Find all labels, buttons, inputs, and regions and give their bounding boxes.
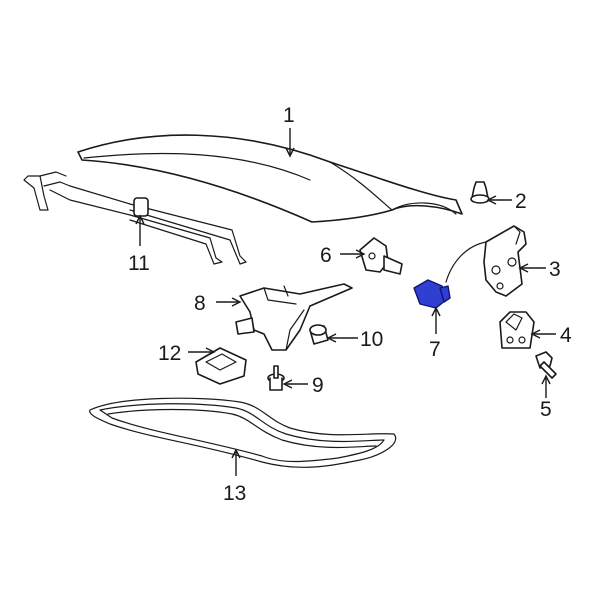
bumper-stop[interactable] <box>470 181 490 204</box>
callout-labels: 1 2 3 4 5 6 7 8 9 10 11 12 13 <box>128 104 572 505</box>
callout-8: 8 <box>194 292 206 315</box>
callout-2: 2 <box>515 190 527 213</box>
grommet[interactable] <box>309 324 329 345</box>
striker-bolt[interactable] <box>535 351 557 379</box>
striker[interactable] <box>499 311 535 349</box>
callout-11: 11 <box>128 252 150 275</box>
lock-cylinder[interactable] <box>359 237 403 275</box>
callout-6: 6 <box>320 244 332 267</box>
hinge[interactable] <box>235 283 353 351</box>
callout-13: 13 <box>223 482 246 505</box>
hinge-bracket[interactable] <box>195 347 247 385</box>
callout-12: 12 <box>158 342 181 365</box>
callout-10: 10 <box>360 328 383 351</box>
weatherstrip[interactable] <box>89 397 397 468</box>
callout-7: 7 <box>429 338 441 361</box>
callout-4: 4 <box>560 324 572 347</box>
release-switch[interactable] <box>413 279 451 309</box>
callout-3: 3 <box>549 258 561 281</box>
torsion-bar[interactable] <box>23 171 247 265</box>
trunk-lid[interactable] <box>77 134 463 223</box>
trunk-lid-latch[interactable] <box>445 225 527 297</box>
callout-9: 9 <box>312 374 324 397</box>
hinge-bolt[interactable] <box>267 365 285 391</box>
callout-1: 1 <box>283 104 295 127</box>
callout-5: 5 <box>540 398 552 421</box>
leader-lines <box>135 128 556 476</box>
